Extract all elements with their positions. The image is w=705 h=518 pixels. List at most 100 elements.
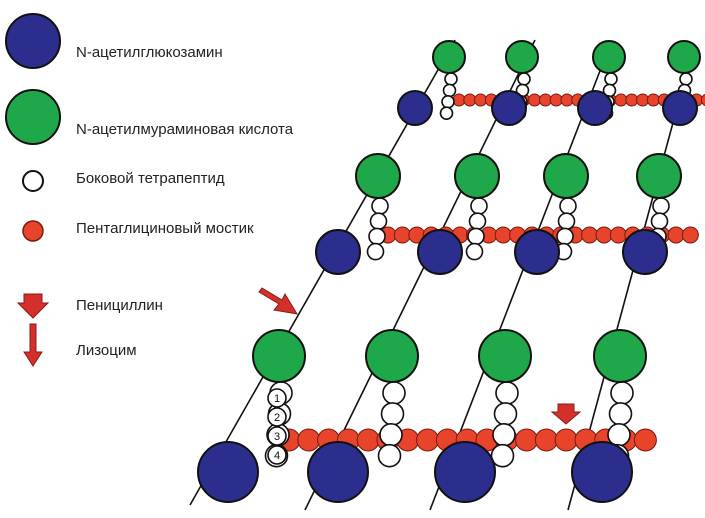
pentaglycine-bead bbox=[633, 428, 657, 452]
tetrapeptide-bead bbox=[652, 197, 670, 215]
n-acetylglucosamine-circle bbox=[417, 229, 463, 275]
tetrapeptide-number: 4 bbox=[274, 450, 280, 462]
pentaglycine-bead bbox=[667, 226, 685, 244]
tetrapeptide-bead bbox=[465, 242, 484, 261]
legend-item-n-acetylglucosamine: N-ацетилглюкозамин bbox=[0, 10, 360, 70]
n-acetylmuramic-acid-circle bbox=[592, 40, 626, 74]
tetrapeptide-bead bbox=[380, 402, 405, 426]
blue-circle-icon bbox=[5, 13, 61, 69]
pentaglycine-bead bbox=[646, 93, 660, 107]
n-acetylglucosamine-circle bbox=[622, 229, 668, 275]
tetrapeptide-bead bbox=[470, 197, 488, 215]
penicillin-arrow-icon bbox=[16, 293, 50, 319]
n-acetylmuramic-acid-circle bbox=[667, 40, 701, 74]
tetrapeptide-bead bbox=[610, 381, 634, 405]
tetrapeptide-bead bbox=[442, 83, 457, 98]
tetrapeptide-bead bbox=[439, 106, 454, 120]
tetrapeptide-bead bbox=[604, 72, 618, 86]
tetrapeptide-bead bbox=[556, 227, 574, 246]
tetrapeptide-bead bbox=[557, 212, 576, 230]
n-acetylmuramic-acid-circle bbox=[636, 153, 682, 199]
pentaglycine-bead bbox=[609, 226, 627, 244]
tetrapeptide-bead bbox=[382, 381, 406, 405]
tetrapeptide-bead bbox=[467, 227, 485, 246]
n-acetylmuramic-acid-circle bbox=[432, 40, 466, 74]
n-acetylmuramic-acid-circle bbox=[365, 329, 419, 383]
legend-label: Боковой тетрапептид bbox=[76, 170, 225, 187]
n-acetylglucosamine-circle bbox=[514, 229, 560, 275]
n-acetylmuramic-acid-circle bbox=[252, 329, 306, 383]
pentaglycine-bead bbox=[700, 93, 705, 107]
n-acetylglucosamine-circle bbox=[315, 229, 361, 275]
tetrapeptide-number: 1 bbox=[274, 393, 280, 405]
red-bead-icon bbox=[22, 220, 44, 242]
lysozyme-target-arrow bbox=[258, 287, 298, 315]
numbered-tetrapeptide-bead bbox=[267, 426, 287, 446]
n-acetylmuramic-acid-circle bbox=[454, 153, 500, 199]
n-acetylmuramic-acid-circle bbox=[355, 153, 401, 199]
n-acetylglucosamine-circle bbox=[397, 90, 433, 126]
n-acetylmuramic-acid-circle bbox=[593, 329, 647, 383]
tetrapeptide-bead bbox=[650, 212, 669, 230]
pentaglycine-bead bbox=[452, 93, 466, 107]
n-acetylglucosamine-circle bbox=[434, 441, 496, 503]
legend-label: Пенициллин bbox=[76, 297, 163, 314]
n-acetylmuramic-acid-circle bbox=[505, 40, 539, 74]
n-acetylglucosamine-circle bbox=[571, 441, 633, 503]
legend-label: Лизоцим bbox=[76, 342, 137, 359]
pentaglycine-bead bbox=[614, 93, 628, 107]
lysozyme-arrow-icon bbox=[23, 323, 43, 367]
pentaglycine-bead bbox=[463, 93, 477, 107]
numbered-tetrapeptide-bead bbox=[267, 388, 287, 408]
legend-label: N-ацетилмураминовая кислота bbox=[76, 121, 294, 138]
tetrapeptide-bead bbox=[368, 227, 386, 246]
n-acetylmuramic-acid-circle bbox=[543, 153, 589, 199]
pentaglycine-bead bbox=[515, 428, 539, 452]
tetrapeptide-number: 3 bbox=[274, 431, 280, 443]
legend-item-n-acetylmuramic-acid: N-ацетилмураминовая кислота bbox=[0, 86, 360, 146]
pentaglycine-bead bbox=[554, 428, 578, 452]
tetrapeptide-bead bbox=[490, 443, 515, 468]
numbered-tetrapeptide-bead bbox=[267, 445, 287, 465]
legend-item-lysozyme: Лизоцим bbox=[0, 322, 360, 382]
tetrapeptide-bead bbox=[517, 72, 531, 86]
tetrapeptide-bead bbox=[559, 197, 577, 215]
pentaglycine-bead bbox=[534, 428, 558, 452]
n-acetylglucosamine-circle bbox=[491, 90, 527, 126]
tetrapeptide-bead bbox=[495, 381, 519, 405]
tetrapeptide-bead bbox=[493, 402, 518, 426]
tetrapeptide-bead bbox=[369, 212, 388, 230]
numbered-tetrapeptide-bead bbox=[267, 407, 287, 427]
pentaglycine-bead bbox=[356, 428, 380, 452]
tetrapeptide-number: 2 bbox=[274, 412, 280, 424]
pentaglycine-bead bbox=[625, 93, 639, 107]
legend-label: Пентаглициновый мостик bbox=[76, 220, 254, 237]
penicillin-target-arrow bbox=[550, 403, 582, 425]
green-circle-icon bbox=[5, 89, 61, 145]
n-acetylglucosamine-circle bbox=[577, 90, 613, 126]
pentaglycine-bead bbox=[297, 428, 321, 452]
legend-item-tetrapeptide: Боковой тетрапептид bbox=[0, 165, 360, 225]
pentaglycine-bead bbox=[393, 226, 411, 244]
legend-item-pentaglycine-bridge: Пентаглициновый мостик bbox=[0, 215, 360, 275]
tetrapeptide-bead bbox=[468, 212, 487, 230]
n-acetylmuramic-acid-circle bbox=[478, 329, 532, 383]
tetrapeptide-bead bbox=[608, 402, 633, 426]
tetrapeptide-bead bbox=[377, 443, 402, 468]
tetrapeptide-bead bbox=[366, 242, 385, 261]
pentaglycine-bead bbox=[636, 93, 650, 107]
pentaglycine-bead bbox=[416, 428, 440, 452]
white-bead-icon bbox=[22, 170, 44, 192]
pentaglycine-bead bbox=[538, 93, 552, 107]
legend: N-ацетилглюкозамин N-ацетилмураминовая к… bbox=[0, 0, 360, 380]
legend-label: N-ацетилглюкозамин bbox=[76, 44, 223, 61]
n-acetylglucosamine-circle bbox=[197, 441, 259, 503]
legend-item-penicillin: Пенициллин bbox=[0, 292, 360, 352]
tetrapeptide-bead bbox=[444, 72, 458, 86]
pentaglycine-bead bbox=[474, 93, 488, 107]
tetrapeptide-bead bbox=[441, 95, 455, 109]
pentaglycine-bead bbox=[595, 226, 613, 244]
pentaglycine-bead bbox=[681, 226, 699, 244]
tetrapeptide-bead bbox=[371, 197, 389, 215]
